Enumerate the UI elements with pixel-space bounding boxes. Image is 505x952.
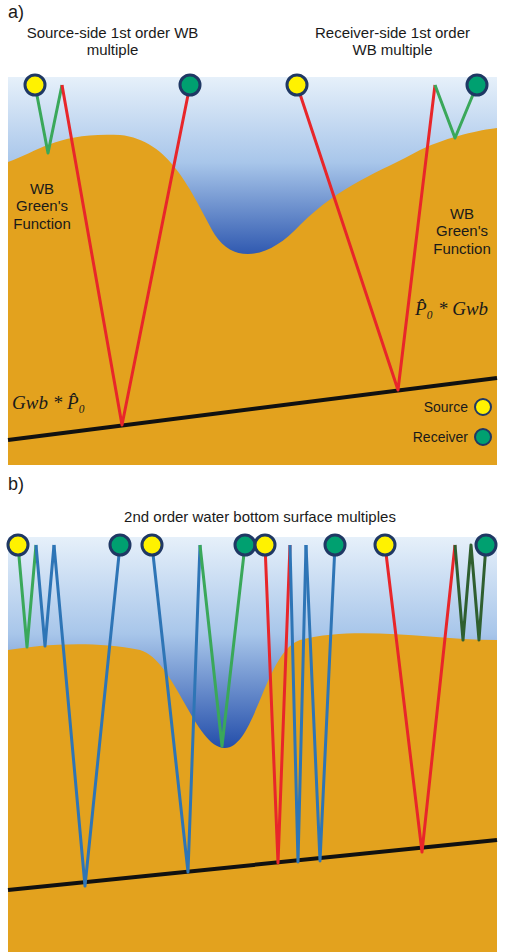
- primary-ray: [306, 545, 335, 861]
- receiver-symbol: [325, 535, 345, 555]
- primary-ray: [385, 545, 455, 852]
- legend-text: Receiver: [413, 429, 468, 445]
- source-symbol: [255, 535, 275, 555]
- receiver-symbol: [467, 75, 487, 95]
- legend-text: Source: [424, 399, 468, 415]
- primary-ray: [62, 85, 190, 425]
- wb-ray: [455, 545, 486, 640]
- receiver-symbol: [235, 535, 255, 555]
- source-symbol: [25, 75, 45, 95]
- primary-ray: [290, 545, 306, 862]
- receiver-symbol: [110, 535, 130, 555]
- panel-heading: Receiver-side 1st order WB multiple: [305, 24, 480, 59]
- panel-letter: a): [8, 2, 48, 23]
- source-symbol: [287, 75, 307, 95]
- legend-item: Source: [424, 398, 492, 416]
- formula-label: Gwb * P̂₀: [12, 392, 112, 414]
- legend-item: Receiver: [413, 428, 492, 446]
- wb-ray: [18, 545, 36, 647]
- region-label: WB Green's Function: [6, 180, 78, 232]
- formula-label: P̂₀ * Gwb: [415, 298, 499, 320]
- panel-heading: Source-side 1st order WB multiple: [25, 24, 200, 59]
- source-symbol: [375, 535, 395, 555]
- wb-ray: [36, 545, 54, 646]
- receiver-symbol: [476, 535, 496, 555]
- source-symbol: [8, 535, 28, 555]
- panel-heading: 2nd order water bottom surface multiples: [50, 508, 470, 525]
- primary-ray: [297, 85, 435, 390]
- panel-a: [8, 75, 497, 465]
- primary-ray: [152, 545, 200, 872]
- sediment: [8, 633, 497, 952]
- receiver-symbol: [180, 75, 200, 95]
- legend-symbol: [474, 398, 492, 416]
- primary-ray: [54, 545, 120, 886]
- region-label: WB Green's Function: [427, 205, 497, 257]
- legend-symbol: [474, 428, 492, 446]
- panel-b: [8, 535, 497, 952]
- panel-letter: b): [8, 474, 48, 495]
- wb-ray: [200, 545, 245, 746]
- primary-ray: [265, 545, 290, 863]
- source-symbol: [142, 535, 162, 555]
